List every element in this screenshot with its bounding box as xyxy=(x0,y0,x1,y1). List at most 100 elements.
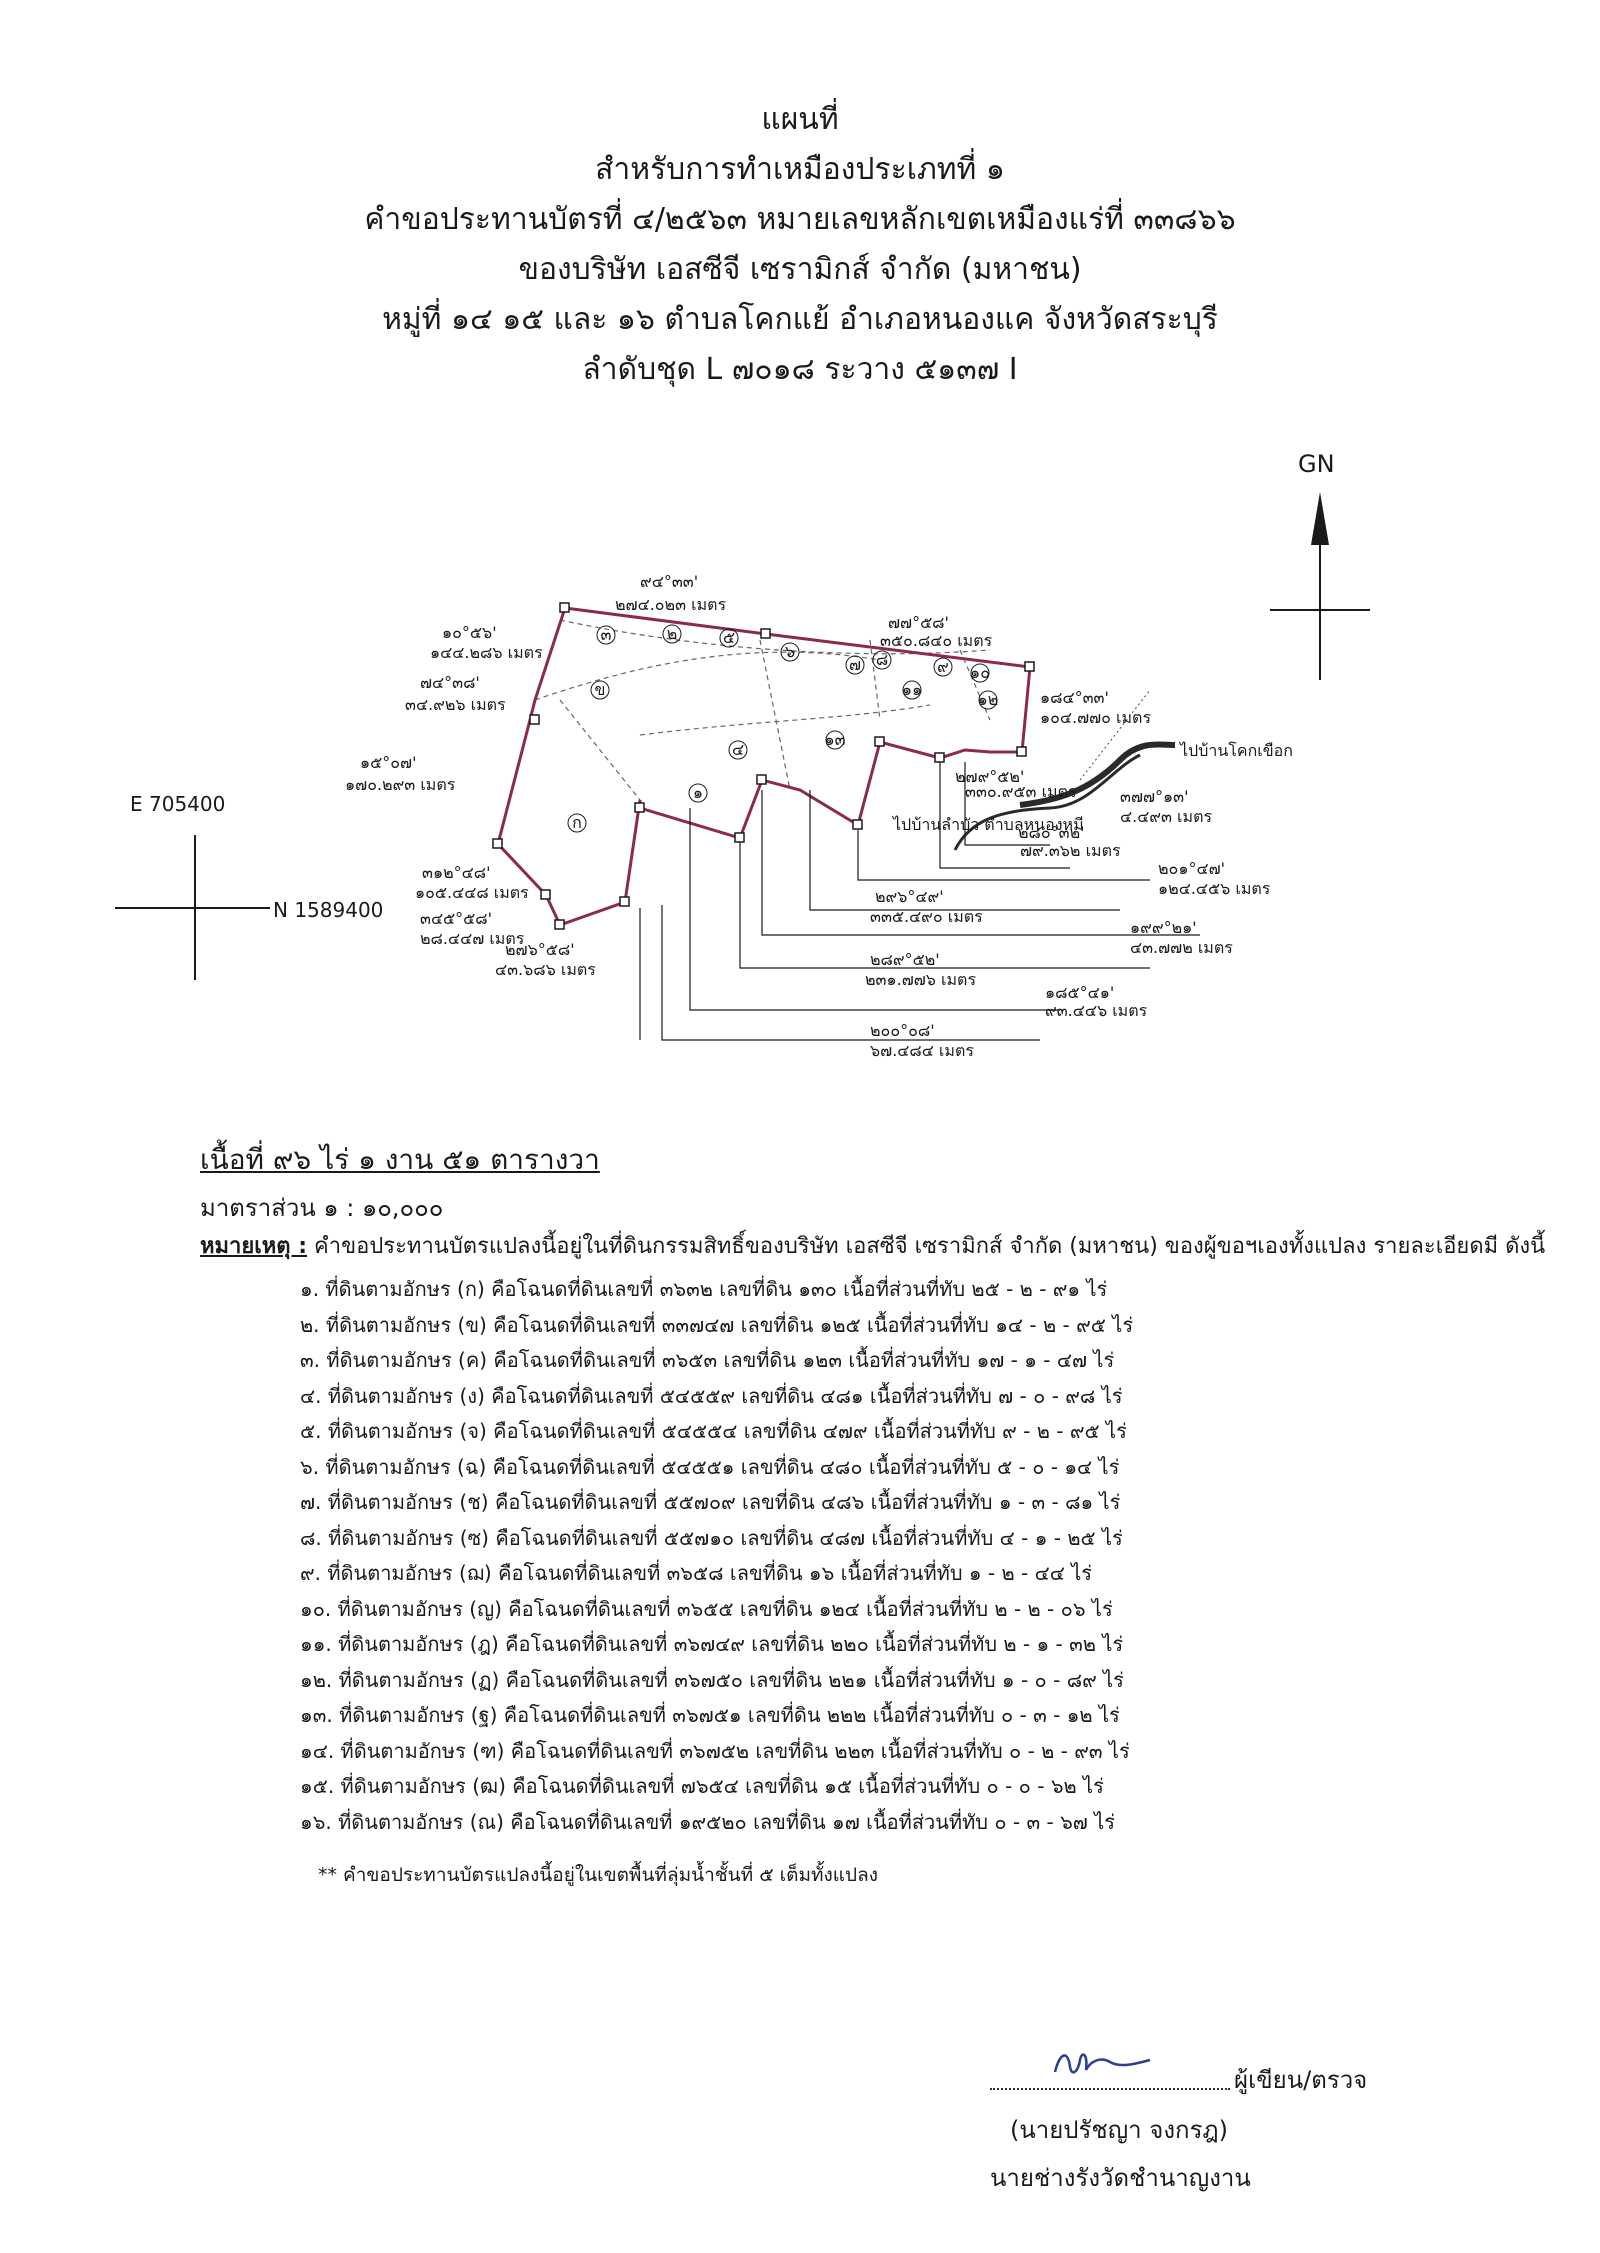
road-line xyxy=(1019,741,1176,808)
parcel-dividers xyxy=(534,619,991,801)
bearing-angle: ๙๔°๓๓' xyxy=(640,572,698,591)
signer-role: ผู้เขียน/ตรวจ xyxy=(1234,2066,1368,2094)
footnote: ** คำขอประทานบัตรแปลงนี้อยู่ในเขตพื้นที่… xyxy=(318,1864,879,1886)
bearing-distance: ๔๓.๖๘๖ เมตร xyxy=(495,960,596,979)
bearing-angle: ๑๙๙°๒๑' xyxy=(1130,918,1197,937)
bearing-distance: ๖๗.๔๘๔ เมตร xyxy=(870,1041,974,1060)
list-item: ๒. ที่ดินตามอักษร (ข) คือโฉนดที่ดินเลขที… xyxy=(300,1312,1134,1337)
bearing-distance: ๑๐๕.๔๔๘ เมตร xyxy=(415,883,529,902)
bearing-angle: ๒๐๑°๔๗' xyxy=(1158,859,1225,878)
bearing-angle: ๗๔°๓๘' xyxy=(420,673,480,692)
bearing-angle: ๒๙๖°๔๙' xyxy=(875,887,944,906)
title-line-2: สำหรับการทำเหมืองประเภทที่ ๑ xyxy=(595,152,1005,187)
signature-line xyxy=(990,2060,1230,2090)
bearing-angle: ๑๘๕°๔๑' xyxy=(1045,983,1114,1002)
parcel-mark-label: ข xyxy=(595,680,606,699)
bearing-distance: ๓๓๐.๙๕๓ เมตร xyxy=(965,782,1077,801)
list-item: ๕. ที่ดินตามอักษร (จ) คือโฉนดที่ดินเลขที… xyxy=(300,1419,1127,1443)
list-item: ๗. ที่ดินตามอักษร (ช) คือโฉนดที่ดินเลขที… xyxy=(300,1490,1121,1514)
bearing-angle: ๑๐°๕๖' xyxy=(442,623,497,642)
bearing-distance: ๒๗๔.๐๒๓ เมตร xyxy=(615,595,727,614)
village-label: ไปบ้านลำบัว ตำบลหนองหมี xyxy=(891,815,1084,834)
list-item: ๑๖. ที่ดินตามอักษร (ณ) คือโฉนดที่ดินเลขท… xyxy=(300,1809,1115,1834)
parcel-mark-label: ๔ xyxy=(732,740,744,759)
bearing-distance: ๗๙.๓๖๒ เมตร xyxy=(1020,841,1121,860)
bearing-distance: ๔.๔๙๓ เมตร xyxy=(1120,807,1212,826)
list-item: ๑๕. ที่ดินตามอักษร (ฒ) คือโฉนดที่ดินเลขท… xyxy=(300,1774,1104,1798)
boundary-markers xyxy=(492,602,1035,930)
bearing-labels: ๙๔°๓๓' ๒๗๔.๐๒๓ เมตร ๑๐°๕๖' ๑๔๔.๒๘๖ เมตร … xyxy=(345,572,1271,1060)
list-item: ๓. ที่ดินตามอักษร (ค) คือโฉนดที่ดินเลขที… xyxy=(300,1348,1115,1372)
bearing-angle: ๒๗๙°๕๒' xyxy=(955,767,1024,786)
list-item: ๑๑. ที่ดินตามอักษร (ฎ) คือโฉนดที่ดินเลขท… xyxy=(300,1632,1124,1656)
bearing-distance: ๔๓.๗๗๒ เมตร xyxy=(1130,938,1233,957)
concession-boundary xyxy=(496,606,1032,927)
bearing-angle: ๗๗°๕๘' xyxy=(888,613,949,632)
parcel-mark-label: ๘ xyxy=(876,650,888,669)
note-header: หมายเหตุ : คำขอประทานบัตรแปลงนี้อยู่ในที… xyxy=(200,1228,1545,1263)
list-item: ๑๒. ที่ดินตามอักษร (ฏ) คือโฉนดที่ดินเลขท… xyxy=(300,1667,1124,1692)
parcel-mark-label: ๑๐ xyxy=(970,663,990,682)
parcel-mark-label: ก xyxy=(572,813,582,832)
title-line-5: หมู่ที่ ๑๔ ๑๕ และ ๑๖ ตำบลโคกแย้ อำเภอหนอ… xyxy=(382,302,1218,337)
bearing-distance: ๒๓๑.๗๗๖ เมตร xyxy=(865,970,976,989)
parcel-mark-label: ๓ xyxy=(601,625,612,644)
list-item: ๙. ที่ดินตามอักษร (ฌ) คือโฉนดที่ดินเลขที… xyxy=(300,1561,1093,1585)
list-item: ๖. ที่ดินตามอักษร (ฉ) คือโฉนดที่ดินเลขที… xyxy=(300,1454,1120,1479)
north-arrow-icon xyxy=(1311,492,1329,680)
parcel-marks: ๓ ๒ ๕ ๖ ๗ ๘ ๙ ๑๐ ๑๑ ๑๒ ๑๓ ๔ ๑ ก ข xyxy=(567,624,998,833)
bearing-distance: ๙๓.๔๔๖ เมตร xyxy=(1045,1001,1148,1020)
note-label: หมายเหตุ : xyxy=(200,1234,308,1259)
parcel-mark-label: ๗ xyxy=(849,655,861,674)
bearing-distance: ๒๘.๔๔๗ เมตร xyxy=(420,929,525,948)
survey-map: ๓ ๒ ๕ ๖ ๗ ๘ ๙ ๑๐ ๑๑ ๑๒ ๑๓ ๔ ๑ ก ข ๙๔°๓๓'… xyxy=(115,492,1370,1060)
title-line-3: คำขอประทานบัตรที่ ๔/๒๕๖๓ หมายเลขหลักเขตเ… xyxy=(364,202,1236,237)
signature-icon xyxy=(1053,2053,1151,2074)
parcel-mark-label: ๙ xyxy=(937,657,949,676)
parcel-list: ๑. ที่ดินตามอักษร (ก) คือโฉนดที่ดินเลขที… xyxy=(300,1272,1440,1840)
list-item: ๑. ที่ดินตามอักษร (ก) คือโฉนดที่ดินเลขที… xyxy=(300,1277,1108,1301)
bearing-angle: ๓๑๒°๔๘' xyxy=(422,863,491,882)
easting-label: E 705400 xyxy=(130,792,226,816)
bearing-distance: ๑๐๔.๗๗๐ เมตร xyxy=(1040,708,1151,727)
area-text: เนื้อที่ ๙๖ ไร่ ๑ งาน ๕๑ ตารางวา xyxy=(200,1143,600,1176)
bearing-angle: ๑๘๔°๓๓' xyxy=(1040,688,1109,707)
scale-text: มาตราส่วน ๑ : ๑๐,๐๐๐ xyxy=(200,1194,444,1222)
parcel-mark-label: ๖ xyxy=(785,642,795,661)
bearing-angle: ๒๐๐°๐๘' xyxy=(870,1021,935,1040)
bearing-angle: ๒๘๙°๕๒' xyxy=(870,950,940,969)
list-item: ๘. ที่ดินตามอักษร (ซ) คือโฉนดที่ดินเลขที… xyxy=(300,1525,1123,1550)
northing-label: N 1589400 xyxy=(273,898,384,922)
grid-cross-icon xyxy=(115,835,270,980)
bearing-angle: ๑๕°๐๗' xyxy=(360,753,416,772)
road-label: ไปบ้านโคกเขือก xyxy=(1178,741,1293,760)
bearing-distance: ๓๕๐.๘๔๐ เมตร xyxy=(880,631,993,650)
parcel-mark-label: ๑๓ xyxy=(824,730,845,749)
stream-line xyxy=(953,753,1141,851)
parcel-mark-label: ๑๑ xyxy=(902,680,922,699)
bearing-distance: ๑๗๐.๒๙๓ เมตร xyxy=(345,775,456,794)
note-text: คำขอประทานบัตรแปลงนี้อยู่ในที่ดินกรรมสิท… xyxy=(314,1234,1546,1259)
list-item: ๑๓. ที่ดินตามอักษร (ฐ) คือโฉนดที่ดินเลขท… xyxy=(300,1703,1120,1727)
dimension-leaders xyxy=(639,762,1200,1041)
map-title-block: แผนที่ สำหรับการทำเหมืองประเภทที่ ๑ คำขอ… xyxy=(0,95,1600,395)
bearing-distance: ๓๔.๙๒๖ เมตร xyxy=(405,695,506,714)
bearing-angle: ๒๘๐°๓๒' xyxy=(1018,823,1085,842)
signer-position: นายช่างรังวัดชำนาญงาน xyxy=(990,2164,1251,2192)
title-line-6: ลำดับชุด L ๗๐๑๘ ระวาง ๕๑๓๗ I xyxy=(582,352,1018,387)
list-item: ๑๔. ที่ดินตามอักษร (ฑ) คือโฉนดที่ดินเลขท… xyxy=(300,1738,1130,1763)
title-line-4: ของบริษัท เอสซีจี เซรามิกส์ จำกัด (มหาชน… xyxy=(518,252,1082,287)
bearing-distance: ๑๔๔.๒๘๖ เมตร xyxy=(430,643,543,662)
list-item: ๔. ที่ดินตามอักษร (ง) คือโฉนดที่ดินเลขที… xyxy=(300,1383,1123,1408)
bearing-distance: ๓๓๕.๔๙๐ เมตร xyxy=(870,907,983,926)
canal-line xyxy=(1079,689,1151,781)
north-label: GN xyxy=(1298,450,1335,478)
list-item: ๑๐. ที่ดินตามอักษร (ญ) คือโฉนดที่ดินเลขท… xyxy=(300,1596,1113,1621)
parcel-mark-label: ๒ xyxy=(667,624,678,643)
parcel-mark-label: ๕ xyxy=(723,628,735,647)
signer-name: (นายปรัชญา จงกรฎ) xyxy=(1010,2116,1228,2144)
bearing-angle: ๒๗๖°๕๘' xyxy=(505,940,575,959)
bearing-angle: ๓๔๕°๕๘' xyxy=(420,909,492,928)
parcel-mark-label: ๑ xyxy=(693,783,703,802)
bearing-distance: ๑๒๔.๔๕๖ เมตร xyxy=(1158,879,1271,898)
